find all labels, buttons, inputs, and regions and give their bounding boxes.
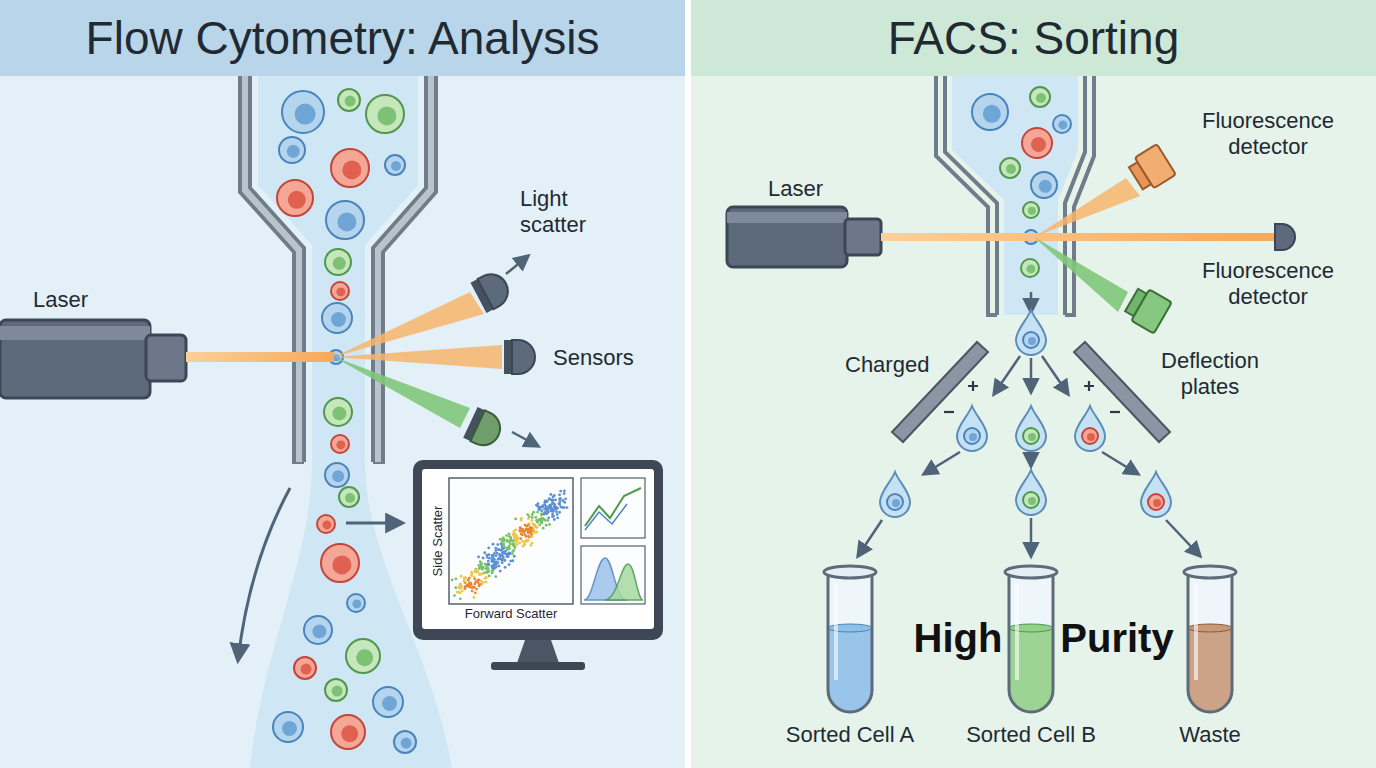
fluorescence-beam — [334, 357, 470, 428]
flow-cell-wall — [245, 76, 299, 462]
test-tube: Sorted Cell A — [765, 560, 935, 750]
axis-label: Side Scatter — [430, 506, 445, 577]
droplet — [1141, 472, 1171, 517]
laser-highlight — [0, 326, 150, 340]
fluorescence-detector — [1126, 144, 1176, 194]
panel-header: Side ScatterForward ScatterFlow Cytometr… — [0, 0, 685, 76]
cell — [331, 715, 365, 749]
cell — [277, 180, 313, 216]
sensor — [463, 407, 505, 451]
panel-ground — [0, 76, 685, 768]
cell — [282, 91, 324, 133]
cell — [1022, 128, 1052, 158]
flow-cell-wall — [240, 76, 304, 462]
part-label: Fluorescence detector — [1183, 258, 1353, 311]
panel-heading: FACS: Sorting — [888, 11, 1179, 65]
droplet — [957, 406, 987, 451]
cell — [338, 89, 360, 111]
panel-header: Sorted Cell ASorted Cell BWasteFACS: Sor… — [691, 0, 1376, 76]
cell — [346, 639, 380, 673]
cell — [373, 687, 403, 717]
emphasis-label: High — [914, 614, 1003, 662]
cell-group — [273, 89, 416, 753]
signal-arrow — [512, 432, 538, 446]
flow-arrow — [238, 488, 290, 660]
sort-arrows — [858, 356, 1200, 556]
cell — [326, 201, 364, 239]
fluorescence-beam — [1034, 178, 1140, 237]
laser-beam — [186, 352, 334, 362]
cell — [1021, 259, 1039, 277]
cell-group — [972, 87, 1071, 277]
part-label: Laser — [768, 176, 823, 202]
part-label: Fluorescence detector — [1183, 108, 1353, 161]
tube-label: Waste — [1179, 722, 1241, 748]
signal-arrow — [346, 522, 402, 525]
cell — [347, 594, 365, 612]
droplet — [1075, 406, 1105, 451]
fluorescence-beam — [1034, 237, 1128, 312]
part-label: Deflection plates — [1150, 348, 1270, 401]
part-label: Sensors — [553, 345, 634, 371]
cell — [325, 463, 349, 487]
cell — [279, 137, 305, 163]
cell — [1053, 115, 1071, 133]
emphasis-label: Purity — [1060, 614, 1173, 662]
flow-cell-fluid — [250, 76, 452, 768]
axis-label: Forward Scatter — [465, 606, 557, 621]
cell — [339, 487, 359, 507]
signal-arrow — [506, 256, 528, 274]
sensor — [470, 268, 513, 313]
panel-heading: Flow Cytometry: Analysis — [86, 11, 600, 65]
cell — [331, 149, 369, 187]
tube-graphic — [765, 560, 935, 720]
laser-nozzle — [146, 335, 186, 381]
cell — [321, 544, 359, 582]
cell — [331, 435, 349, 453]
scatter-beam — [334, 345, 502, 369]
cell — [1030, 87, 1050, 107]
scatter-beam — [334, 292, 484, 357]
part-label: Light scatter — [520, 186, 620, 239]
part-label: Charged — [845, 352, 929, 378]
monitor-display: Side ScatterForward Scatter — [413, 460, 663, 640]
cell — [972, 94, 1008, 130]
fluorescence-detector — [1123, 284, 1172, 333]
droplet — [1016, 470, 1046, 515]
sensor — [1275, 224, 1295, 250]
cell — [294, 657, 316, 679]
cell — [1000, 158, 1020, 178]
laser-body — [727, 207, 847, 267]
panel-ground — [691, 76, 1376, 768]
cell — [324, 398, 352, 426]
cell — [325, 679, 347, 701]
monitor-graphic — [413, 460, 663, 675]
tube-label: Sorted Cell A — [786, 722, 914, 748]
droplet — [1016, 310, 1046, 355]
droplet-group — [880, 310, 1171, 517]
cell — [325, 249, 351, 275]
laser-nozzle — [845, 219, 881, 255]
part-label: Laser — [33, 287, 88, 313]
nozzle-fluid — [952, 76, 1078, 315]
laser-highlight — [727, 212, 847, 223]
cell — [331, 282, 349, 300]
laser-beam — [881, 233, 1277, 241]
cell — [317, 515, 335, 533]
droplet — [1016, 406, 1046, 451]
cell — [304, 616, 332, 644]
sensor — [504, 340, 535, 374]
cell — [322, 303, 352, 333]
cell — [273, 712, 303, 742]
cell — [366, 95, 404, 133]
laser-body — [0, 320, 150, 398]
droplet — [880, 472, 910, 517]
cell — [385, 155, 405, 175]
cell — [1023, 202, 1039, 218]
tube-label: Sorted Cell B — [966, 722, 1096, 748]
cell — [1031, 172, 1057, 198]
cell — [394, 731, 416, 753]
